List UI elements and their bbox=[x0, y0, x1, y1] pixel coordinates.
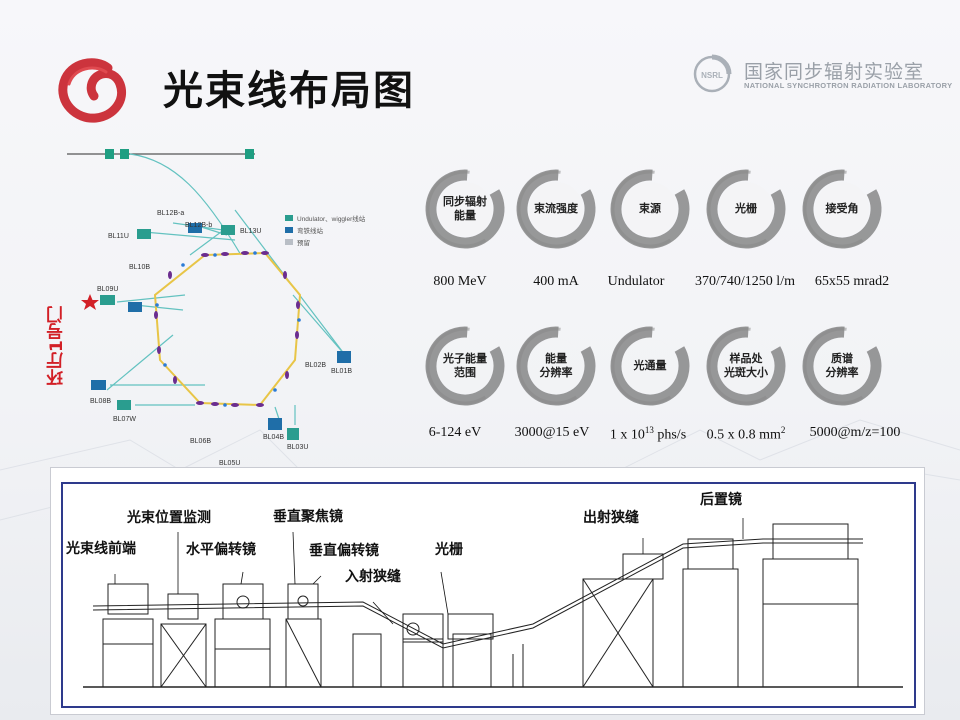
beamline-equipment-drawing bbox=[83, 518, 903, 688]
legend-swatch-bending bbox=[285, 227, 293, 233]
value-superscript: 2 bbox=[780, 425, 786, 435]
parameter-value: 370/740/1250 l/m bbox=[695, 274, 795, 289]
beamline-label: BL01B bbox=[331, 368, 352, 375]
station-bl13u bbox=[221, 225, 235, 235]
ink-ring-icon bbox=[802, 169, 882, 249]
parameter-circle: 质谱 分辨率 bbox=[798, 322, 886, 410]
ink-ring-icon bbox=[706, 326, 786, 406]
parameter-circle: 光栅 bbox=[702, 165, 790, 253]
parameter-value: 65x55 mrad2 bbox=[814, 274, 890, 289]
parameter-label: 束流强度 bbox=[534, 202, 578, 215]
parameter-value: 1 x 1013 phs/s bbox=[610, 425, 686, 444]
legend-item: 预留 bbox=[297, 238, 310, 247]
parameter-circle: 束流强度 bbox=[512, 165, 600, 253]
station-bl01b bbox=[337, 351, 351, 363]
page-title: 光束线布局图 bbox=[163, 68, 415, 114]
beamline-label: BL13U bbox=[240, 228, 261, 235]
parameter-value: Undulator bbox=[607, 274, 665, 289]
ink-ring-icon bbox=[706, 169, 786, 249]
beamline-label: BL07W bbox=[113, 416, 136, 423]
parameter-label: 能量 分辨率 bbox=[539, 352, 573, 379]
legend-item: Undulator、wiggler线站 bbox=[297, 214, 366, 223]
parameter-value: 0.5 x 0.8 mm2 bbox=[707, 425, 786, 444]
beamline-layout-diagram: Undulator、wiggler线站 弯铁线站 预留 BL12B-a BL12… bbox=[67, 149, 366, 467]
station-bl07w bbox=[117, 400, 131, 410]
label-exit-slit: 出射狭缝 bbox=[583, 510, 639, 526]
station-bl08b bbox=[91, 380, 106, 390]
ink-ring-icon bbox=[802, 326, 882, 406]
beamline-label: BL04B bbox=[263, 434, 284, 441]
ink-ring-icon bbox=[516, 326, 596, 406]
parameter-label: 接受角 bbox=[825, 202, 859, 215]
label-entrance-slit: 入射狭缝 bbox=[345, 569, 401, 585]
label-grating: 光栅 bbox=[435, 542, 463, 558]
beamline-label: BL08B bbox=[90, 398, 111, 405]
parameter-label: 样品处 光斑大小 bbox=[724, 352, 768, 379]
beamline-label: BL11U bbox=[108, 233, 129, 240]
parameter-circle: 接受角 bbox=[798, 165, 886, 253]
beamline-label: BL10B bbox=[129, 264, 150, 271]
beamline-label: BL12B-b bbox=[185, 222, 212, 229]
beamline-label: BL12B-a bbox=[157, 210, 184, 217]
station-bl11u bbox=[137, 229, 151, 239]
value-prefix: 0.5 x 0.8 mm bbox=[706, 427, 781, 443]
nsrl-logo-icon: NSRL bbox=[693, 54, 732, 93]
parameter-circle: 光通量 bbox=[606, 322, 694, 410]
parameter-value: 800 MeV bbox=[433, 274, 487, 289]
legend-swatch-reserved bbox=[285, 239, 293, 245]
beamline-label: BL05U bbox=[219, 460, 240, 467]
magnet-block bbox=[120, 149, 129, 159]
label-vertical-deflect: 垂直偏转镜 bbox=[309, 543, 379, 559]
parameter-label: 光栅 bbox=[735, 202, 757, 215]
lab-name-en: NATIONAL SYNCHROTRON RADIATION LABORATOR… bbox=[744, 81, 953, 90]
parameter-value: 3000@15 eV bbox=[514, 425, 590, 440]
logo-text: NSRL bbox=[701, 71, 723, 80]
parameter-label: 束源 bbox=[639, 202, 661, 215]
beamline-label: BL06B bbox=[190, 438, 211, 445]
parameter-label: 同步辐射 能量 bbox=[443, 195, 487, 222]
value-suffix: phs/s bbox=[653, 427, 687, 443]
magnet-block bbox=[105, 149, 114, 159]
parameter-value: 6-124 eV bbox=[428, 425, 482, 440]
equipment-drawing-frame bbox=[61, 482, 916, 708]
lab-name-cn: 国家同步辐射实验室 bbox=[744, 61, 925, 83]
station-bl10b bbox=[128, 302, 142, 312]
parameter-circle: 束源 bbox=[606, 165, 694, 253]
beamline-label: BL09U bbox=[97, 286, 118, 293]
label-vertical-focus: 垂直聚焦镜 bbox=[273, 509, 343, 525]
parameter-circle: 能量 分辨率 bbox=[512, 322, 600, 410]
parameter-circle: 样品处 光斑大小 bbox=[702, 322, 790, 410]
label-position-monitor: 光束位置监测 bbox=[127, 510, 211, 526]
hall-door-star-icon bbox=[81, 294, 99, 310]
label-horizontal-mirror: 水平偏转镜 bbox=[186, 542, 256, 558]
label-front-end: 光束线前端 bbox=[66, 541, 136, 557]
parameter-label: 光子能量 范围 bbox=[443, 352, 487, 379]
parameter-label: 光通量 bbox=[633, 359, 667, 372]
legend-item: 弯铁线站 bbox=[297, 226, 324, 235]
value-superscript: 13 bbox=[644, 425, 654, 435]
equipment-panel bbox=[50, 467, 925, 715]
parameter-circle: 光子能量 范围 bbox=[421, 322, 509, 410]
station-bl04b bbox=[268, 418, 282, 430]
label-rear-mirror: 后置镜 bbox=[700, 492, 742, 508]
station-bl09u bbox=[100, 295, 115, 305]
beamline-label: BL02B bbox=[305, 362, 326, 369]
legend-swatch-undulator bbox=[285, 215, 293, 221]
ink-ring-icon bbox=[425, 169, 505, 249]
station-bl12b-a bbox=[188, 223, 202, 233]
station-bl03u bbox=[287, 428, 299, 440]
beamline-label: BL03U bbox=[287, 444, 308, 451]
ink-ring-icon bbox=[610, 169, 690, 249]
brush-circle-logo-icon bbox=[58, 58, 126, 123]
parameter-value: 400 mA bbox=[533, 274, 579, 289]
ink-ring-icon bbox=[516, 169, 596, 249]
ink-ring-icon bbox=[610, 326, 690, 406]
parameter-circle: 同步辐射 能量 bbox=[421, 165, 509, 253]
parameter-label: 质谱 分辨率 bbox=[825, 352, 859, 379]
ink-ring-icon bbox=[425, 326, 505, 406]
magnet-block bbox=[245, 149, 254, 159]
parameter-value: 5000@m/z=100 bbox=[809, 425, 901, 440]
value-prefix: 1 x 10 bbox=[609, 427, 645, 443]
